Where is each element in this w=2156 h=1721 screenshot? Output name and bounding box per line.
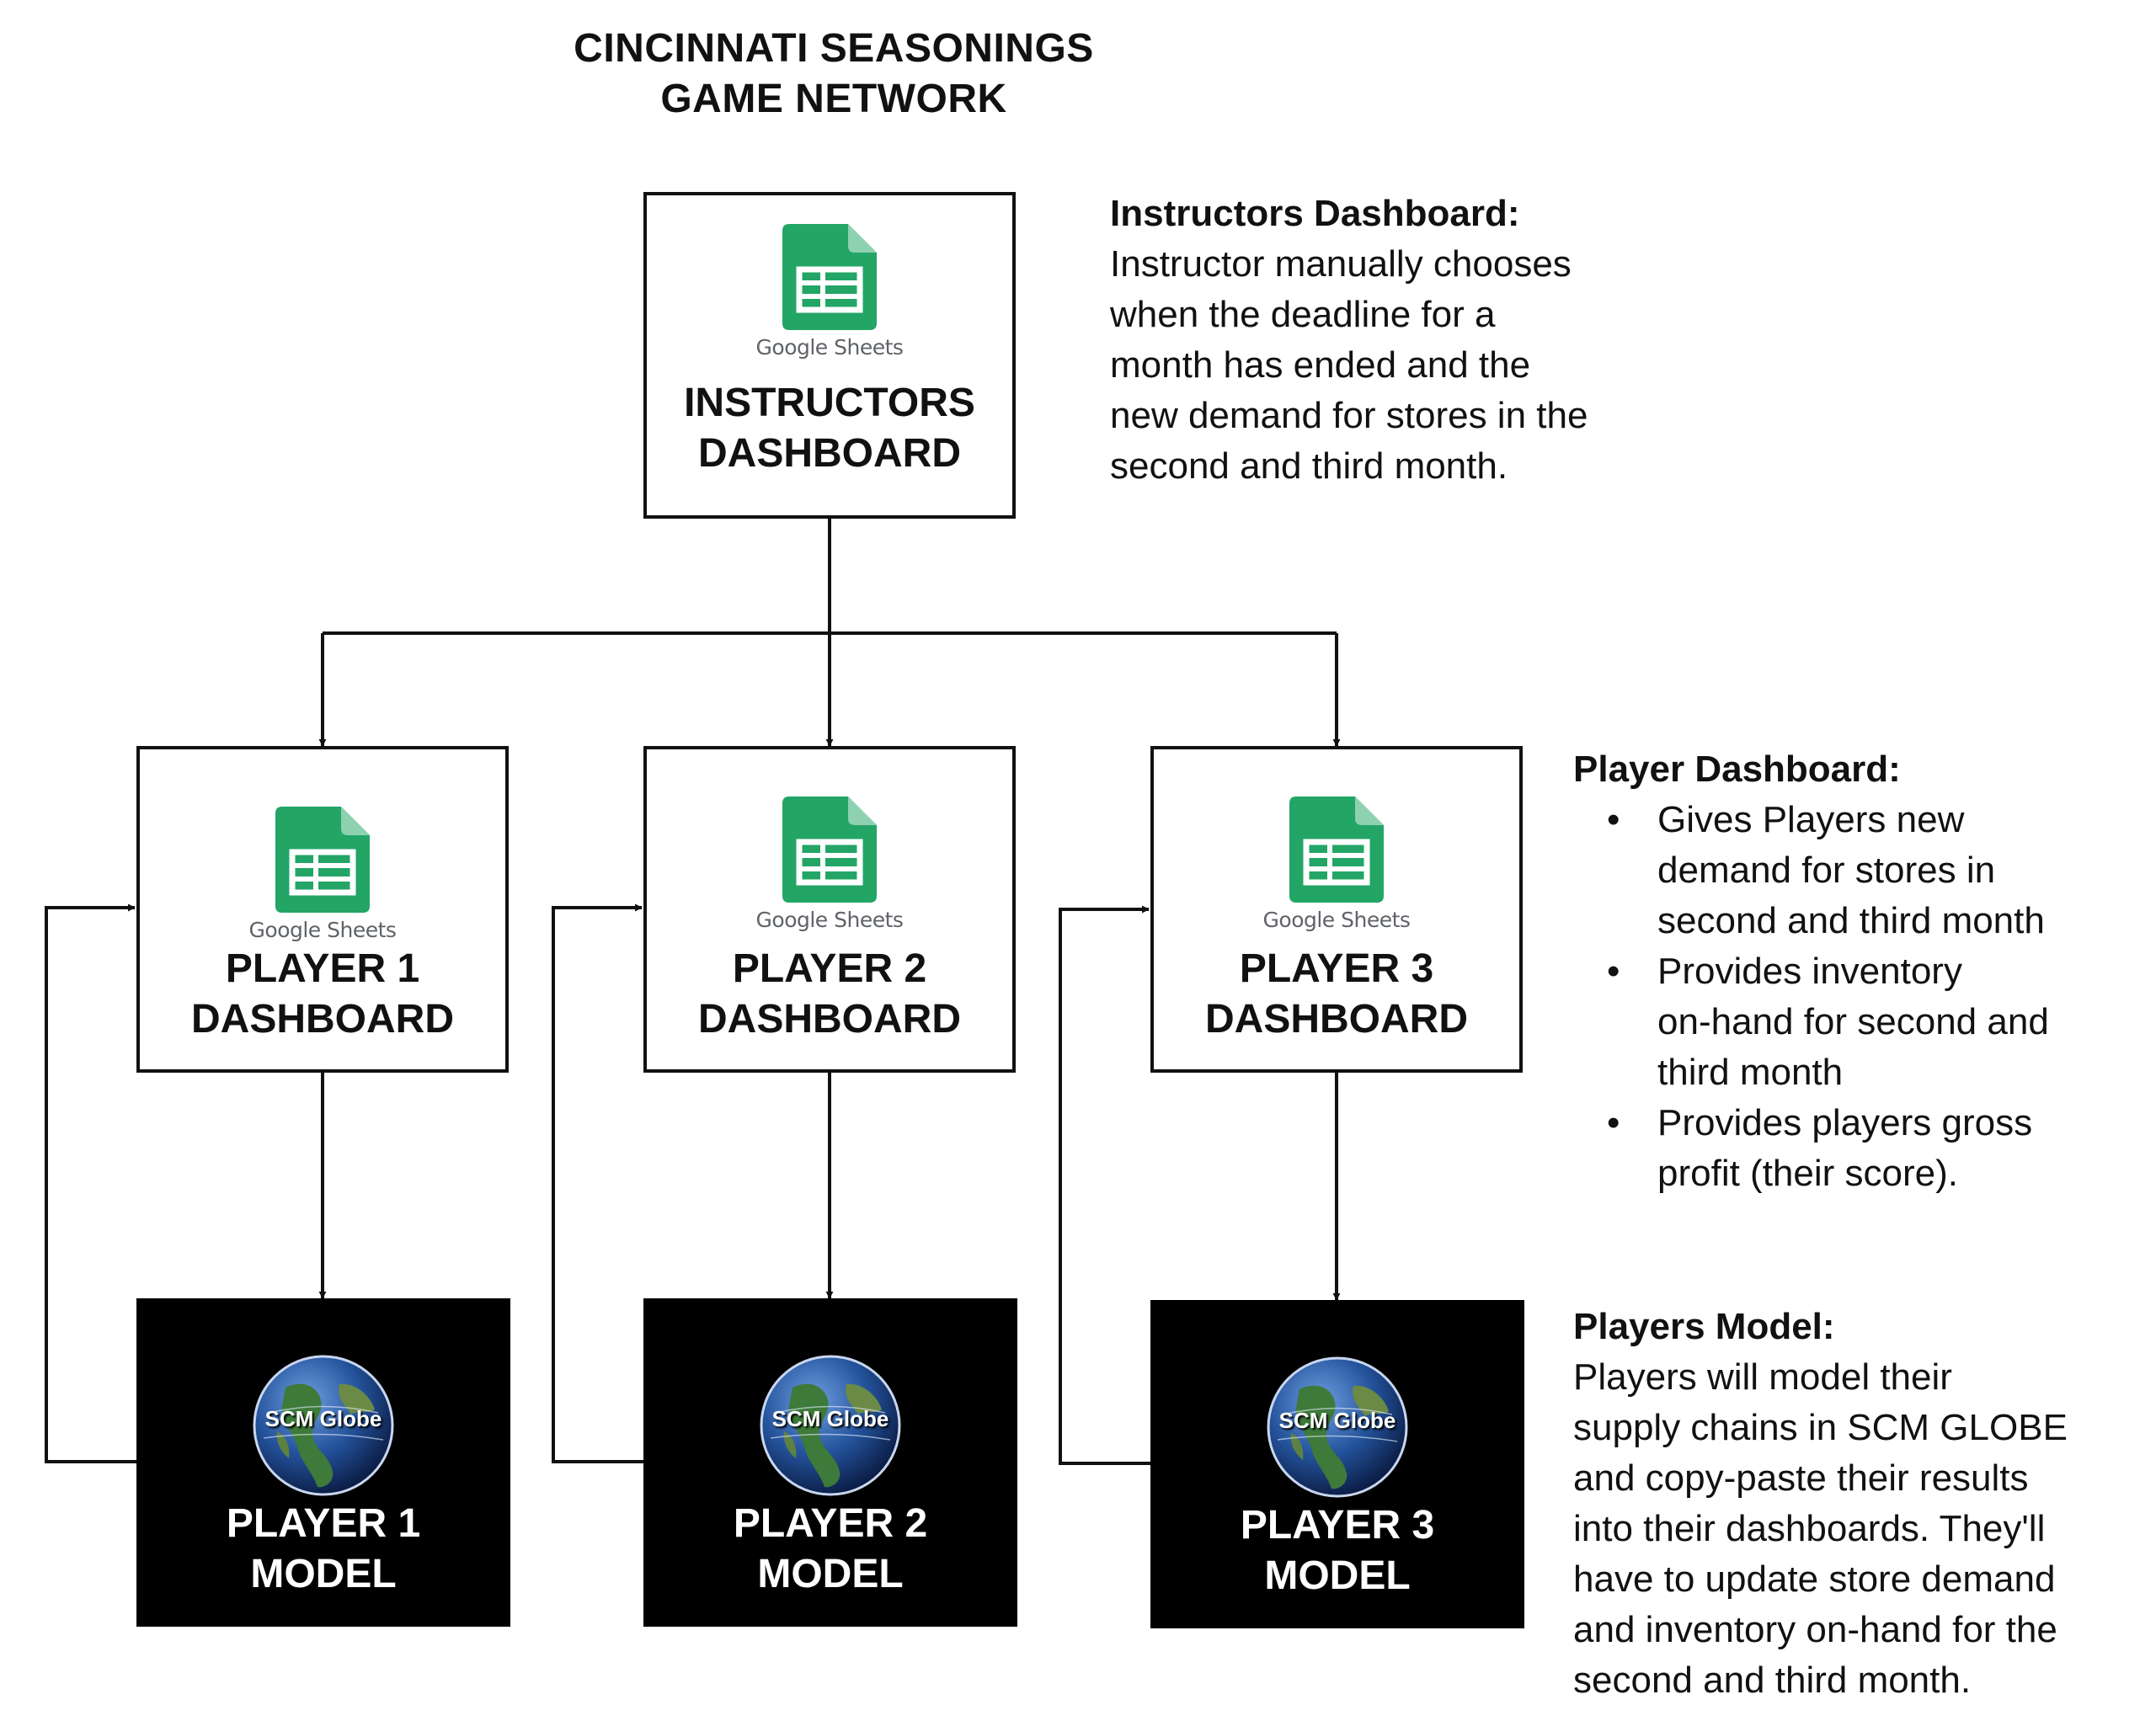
players-model-note-title: Players Model: — [1573, 1306, 1835, 1347]
player3-dashboard-box: Google Sheets PLAYER 3 DASHBOARD — [1150, 746, 1523, 1073]
google-sheets-icon — [782, 797, 877, 903]
players-model-note: Players Model: Players will model their … — [1573, 1302, 2146, 1706]
scm-globe-caption: SCM Globe — [264, 1406, 382, 1431]
player1-dashboard-label-line2: DASHBOARD — [191, 997, 454, 1042]
bullet-line: second and third month — [1657, 900, 2045, 941]
player2-model-label-line2: MODEL — [757, 1552, 904, 1596]
instructors-note-line: month has ended and the — [1110, 344, 1531, 386]
instructors-dashboard-label: INSTRUCTORS DASHBOARD — [684, 378, 975, 479]
connector-player1-model-feedback — [45, 903, 136, 1463]
players-model-note-line: and inventory on-hand for the — [1573, 1609, 2057, 1650]
bullet-line: Provides players gross — [1657, 1102, 2033, 1143]
google-sheets-caption: Google Sheets — [248, 918, 397, 942]
google-sheets-logo: Google Sheets — [249, 807, 397, 942]
instructors-note-line: when the deadline for a — [1110, 294, 1496, 335]
instructors-note-line: new demand for stores in the — [1110, 395, 1588, 436]
diagram-title-line2: GAME NETWORK — [660, 77, 1007, 121]
google-sheets-logo: Google Sheets — [756, 224, 904, 360]
bullet-line: on-hand for second and — [1657, 1001, 2049, 1042]
diagram-title-line1: CINCINNATI SEASONINGS — [574, 26, 1094, 71]
player1-model-box: SCM Globe PLAYER 1 MODEL — [136, 1298, 510, 1627]
scm-globe-icon — [253, 1355, 394, 1496]
bullet-line: third month — [1657, 1052, 1844, 1093]
player2-model-label: PLAYER 2 MODEL — [734, 1499, 927, 1600]
player-dashboard-note-title: Player Dashboard: — [1573, 749, 1901, 790]
diagram-title: CINCINNATI SEASONINGS GAME NETWORK — [472, 24, 1196, 125]
player2-dashboard-label-line1: PLAYER 2 — [732, 946, 927, 991]
player1-model-label-line2: MODEL — [250, 1552, 397, 1596]
scm-globe-icon — [760, 1355, 901, 1496]
scm-globe-logo: SCM Globe — [252, 1354, 395, 1497]
google-sheets-logo: Google Sheets — [1263, 797, 1411, 932]
player3-model-label-line2: MODEL — [1264, 1553, 1411, 1598]
instructors-note-title: Instructors Dashboard: — [1110, 193, 1520, 234]
player3-model-label-line1: PLAYER 3 — [1240, 1503, 1435, 1548]
player2-dashboard-label: PLAYER 2 DASHBOARD — [698, 944, 961, 1045]
google-sheets-icon — [1289, 797, 1384, 903]
list-item: Provides inventory on-hand for second an… — [1573, 946, 2129, 1098]
instructors-dashboard-box: Google Sheets INSTRUCTORS DASHBOARD — [643, 192, 1016, 519]
bullet-line: Gives Players new — [1657, 799, 1965, 840]
player1-model-label-line1: PLAYER 1 — [226, 1501, 421, 1546]
list-item: Gives Players new demand for stores in s… — [1573, 795, 2129, 946]
player1-dashboard-label-line1: PLAYER 1 — [225, 946, 420, 991]
instructors-note-line: Instructor manually chooses — [1110, 243, 1572, 285]
list-item: Provides players gross profit (their sco… — [1573, 1098, 2129, 1199]
players-model-note-line: second and third month. — [1573, 1660, 1972, 1701]
player-dashboard-note-list: Gives Players new demand for stores in s… — [1573, 795, 2129, 1199]
player1-dashboard-box: Google Sheets PLAYER 1 DASHBOARD — [136, 746, 509, 1073]
scm-globe-icon — [1267, 1356, 1408, 1498]
google-sheets-logo: Google Sheets — [756, 797, 904, 932]
player2-dashboard-box: Google Sheets PLAYER 2 DASHBOARD — [643, 746, 1016, 1073]
player2-dashboard-label-line2: DASHBOARD — [698, 997, 961, 1042]
player3-model-box: SCM Globe PLAYER 3 MODEL — [1150, 1300, 1524, 1628]
instructors-note-line: second and third month. — [1110, 445, 1508, 487]
instructors-dashboard-note: Instructors Dashboard: Instructor manual… — [1110, 189, 1750, 492]
instructors-dashboard-label-line2: DASHBOARD — [697, 431, 961, 476]
player-dashboard-note: Player Dashboard: Gives Players new dema… — [1573, 744, 2129, 1199]
player3-model-label: PLAYER 3 MODEL — [1241, 1500, 1434, 1601]
player2-model-box: SCM Globe PLAYER 2 MODEL — [643, 1298, 1017, 1627]
bullet-line: Provides inventory — [1657, 951, 1962, 992]
scm-globe-caption: SCM Globe — [771, 1406, 889, 1431]
players-model-note-line: and copy-paste their results — [1573, 1457, 2029, 1499]
google-sheets-caption: Google Sheets — [755, 908, 904, 932]
scm-globe-caption: SCM Globe — [1278, 1408, 1396, 1433]
bullet-line: demand for stores in — [1657, 850, 1996, 891]
scm-globe-logo: SCM Globe — [1266, 1356, 1409, 1499]
player3-dashboard-label-line2: DASHBOARD — [1205, 997, 1468, 1042]
player1-dashboard-label: PLAYER 1 DASHBOARD — [191, 944, 454, 1045]
player3-dashboard-label-line1: PLAYER 3 — [1239, 946, 1434, 991]
google-sheets-icon — [782, 224, 877, 330]
google-sheets-icon — [275, 807, 370, 913]
players-model-note-line: supply chains in SCM GLOBE — [1573, 1407, 2068, 1448]
player2-model-label-line1: PLAYER 2 — [733, 1501, 928, 1546]
instructors-dashboard-label-line1: INSTRUCTORS — [684, 381, 975, 425]
players-model-note-line: into their dashboards. They'll — [1573, 1508, 2046, 1549]
google-sheets-caption: Google Sheets — [1262, 908, 1411, 932]
bullet-line: profit (their score). — [1657, 1153, 1958, 1194]
scm-globe-logo: SCM Globe — [759, 1354, 902, 1497]
players-model-note-line: have to update store demand — [1573, 1558, 2056, 1600]
connector-player2-model-feedback — [552, 903, 643, 1463]
google-sheets-caption: Google Sheets — [755, 335, 904, 360]
player3-dashboard-label: PLAYER 3 DASHBOARD — [1205, 944, 1468, 1045]
player1-model-label: PLAYER 1 MODEL — [227, 1499, 420, 1600]
connector-player3-model-feedback — [1059, 905, 1150, 1465]
players-model-note-line: Players will model their — [1573, 1356, 1952, 1398]
